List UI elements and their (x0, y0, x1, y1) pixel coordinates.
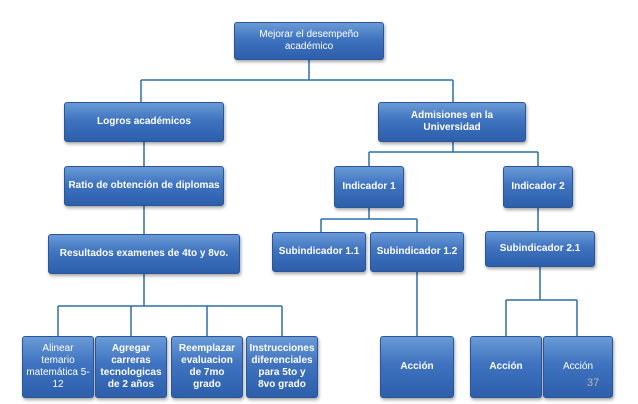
node-logros-label: Logros académicos (97, 116, 191, 127)
node-action-instrucciones-label: Instrucciones diferenciales para 5to y 8… (249, 343, 315, 390)
node-subindicador-2-1-label: Subindicador 2.1 (499, 243, 581, 254)
node-resultados-examenes: Resultados examenes de 4to y 8vo. (48, 234, 240, 274)
node-action-reemplazar: Reemplazar evaluacion de 7mo grado (171, 336, 243, 398)
node-subindicador-1-2: Subindicador 1.2 (370, 232, 464, 272)
node-root-label: Mejorar el desempeño académico (259, 29, 359, 52)
node-logros-academicos: Logros académicos (64, 102, 224, 142)
node-accion-sub21-b: Acción (543, 336, 613, 398)
node-ratio-label: Ratio de obtención de diplomas (68, 180, 220, 191)
node-ratio-diplomas: Ratio de obtención de diplomas (64, 166, 224, 206)
node-accion-sub12-label: Acción (400, 361, 434, 372)
node-subindicador-1-2-label: Subindicador 1.2 (376, 246, 458, 257)
node-action-agregar-label: Agregar carreras tecnologicas de 2 años (100, 343, 162, 390)
node-action-instrucciones: Instrucciones diferenciales para 5to y 8… (246, 336, 318, 398)
node-root: Mejorar el desempeño académico (234, 22, 384, 60)
node-admisiones-label: Admisiones en la Universidad (410, 110, 494, 133)
node-indicador-2: Indicador 2 (503, 166, 573, 208)
node-indicador-2-label: Indicador 2 (511, 181, 565, 192)
page-number: 37 (587, 377, 600, 389)
node-admisiones: Admisiones en la Universidad (378, 102, 526, 142)
node-accion-sub21-a: Acción (470, 336, 542, 398)
node-action-alinear-label: Alinear temario matemática 5-12 (26, 343, 90, 390)
node-accion-sub12: Acción (380, 336, 454, 398)
node-accion-sub21-b-label: Acción (562, 361, 593, 372)
node-indicador-1: Indicador 1 (334, 166, 404, 208)
node-subindicador-1-1-label: Subindicador 1.1 (278, 246, 360, 257)
node-accion-sub21-a-label: Acción (489, 361, 523, 372)
node-subindicador-2-1: Subindicador 2.1 (485, 231, 595, 267)
node-subindicador-1-1: Subindicador 1.1 (272, 232, 366, 272)
node-indicador-1-label: Indicador 1 (342, 181, 396, 192)
node-action-agregar: Agregar carreras tecnologicas de 2 años (95, 336, 167, 398)
node-action-alinear: Alinear temario matemática 5-12 (22, 336, 94, 398)
node-action-reemplazar-label: Reemplazar evaluacion de 7mo grado (178, 343, 236, 390)
node-resultados-label: Resultados examenes de 4to y 8vo. (59, 248, 229, 259)
